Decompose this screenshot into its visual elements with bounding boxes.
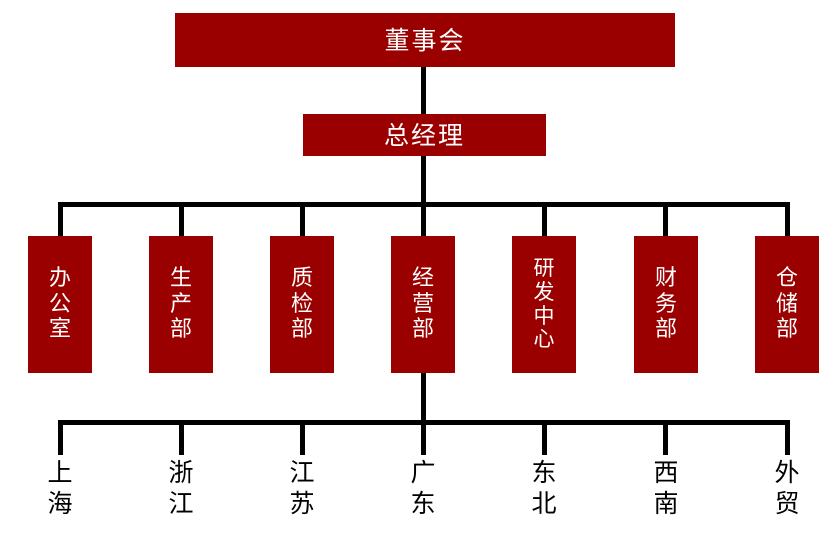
branch-label-char: 江 [289,458,315,487]
node-general-manager[interactable]: 总经理 [303,114,546,156]
branch-label-guangdong[interactable]: 广 东 [391,458,455,519]
dept-label-char: 生 [169,265,192,291]
branch-label-char: 贸 [774,488,800,518]
stem-branch-3 [300,420,305,455]
dept-label-char: 检 [290,291,313,317]
node-board-label: 董事会 [384,25,466,55]
dept-label-char: 经 [411,265,434,291]
node-department-quality-inspection[interactable]: 质 检 部 [270,236,334,373]
node-department-warehouse[interactable]: 仓 储 部 [755,236,819,373]
stem-department-6 [663,202,668,238]
branch-label-char: 南 [653,488,679,518]
branch-label-southwest[interactable]: 西 南 [634,458,698,519]
department-bus-line [60,202,790,207]
dept-label-char: 部 [169,317,192,343]
branch-label-char: 东 [531,458,557,487]
stem-branch-5 [542,420,547,455]
dept-label-char: 部 [290,317,313,343]
dept-label-char: 储 [775,291,798,317]
connector-operations-to-branch-bus [421,373,426,425]
dept-label-char: 财 [654,265,677,291]
dept-label-char: 产 [169,291,192,317]
branch-label-char: 广 [410,458,436,487]
branch-label-char: 苏 [289,488,315,518]
stem-department-1 [58,202,63,238]
dept-label-char: 质 [290,265,313,291]
branch-label-char: 东 [410,488,436,518]
stem-department-3 [300,202,305,238]
node-gm-label: 总经理 [383,120,465,150]
node-department-operations[interactable]: 经 营 部 [391,236,455,373]
node-board-of-directors[interactable]: 董事会 [175,13,675,67]
dept-label-char: 部 [775,317,798,343]
node-department-production[interactable]: 生 产 部 [149,236,213,373]
branch-label-foreign-trade[interactable]: 外 贸 [755,458,819,519]
connector-gm-to-department-bus [421,156,426,238]
node-department-finance[interactable]: 财 务 部 [634,236,698,373]
branch-label-char: 江 [168,488,194,518]
stem-branch-1 [58,420,63,455]
stem-department-7 [785,202,790,238]
stem-department-2 [179,202,184,238]
dept-label-char: 部 [411,317,434,343]
node-department-rnd-center[interactable]: 研 发 中 心 [512,236,576,373]
branch-label-char: 北 [531,488,557,518]
stem-department-5 [542,202,547,238]
dept-label-char: 务 [654,291,677,317]
branch-label-char: 上 [47,458,73,487]
branch-label-char: 外 [774,458,800,487]
dept-label-char: 研 [533,256,555,281]
stem-branch-7 [785,420,790,455]
stem-branch-2 [179,420,184,455]
branch-label-zhejiang[interactable]: 浙 江 [149,458,213,519]
branch-label-shanghai[interactable]: 上 海 [28,458,92,519]
branch-label-northeast[interactable]: 东 北 [512,458,576,519]
dept-label-char: 心 [533,327,555,352]
connector-board-to-gm [421,67,426,114]
dept-label-char: 室 [48,317,71,343]
dept-label-char: 公 [48,291,71,317]
dept-label-char: 中 [533,303,555,328]
dept-label-char: 仓 [775,265,798,291]
dept-label-char: 办 [48,265,71,291]
node-department-office[interactable]: 办 公 室 [28,236,92,373]
branch-label-jiangsu[interactable]: 江 苏 [270,458,334,519]
dept-label-char: 营 [411,291,434,317]
stem-branch-6 [663,420,668,455]
branch-label-char: 海 [47,488,73,518]
branch-label-char: 西 [653,458,679,487]
branch-label-char: 浙 [168,458,194,487]
dept-label-char: 部 [654,317,677,343]
stem-branch-4 [421,420,426,455]
dept-label-char: 发 [533,279,555,304]
